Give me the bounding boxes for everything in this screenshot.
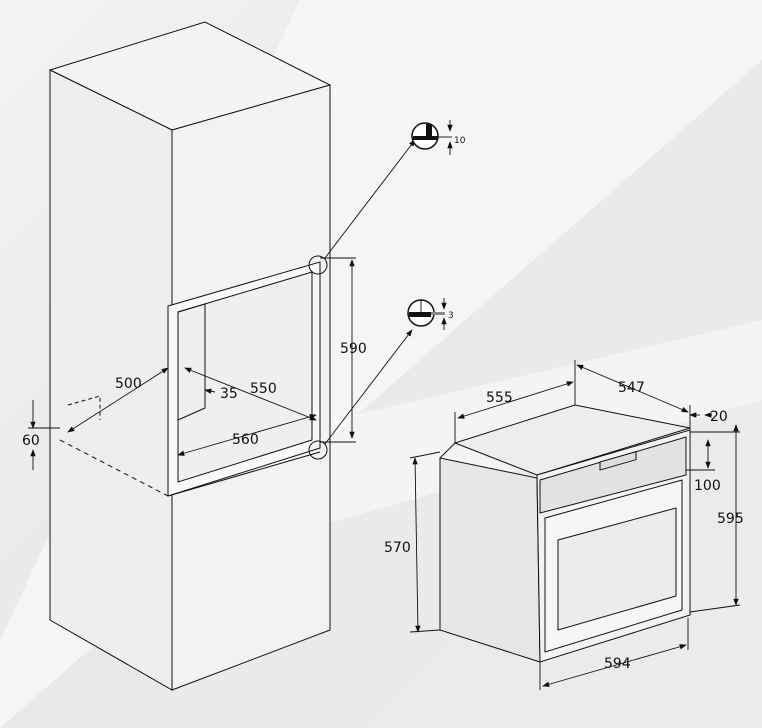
detail-circle-top: [308, 255, 328, 275]
cabinet-left-face: [49, 69, 173, 691]
oven: [439, 404, 691, 663]
dim-550: 550: [250, 381, 277, 397]
dim-500: 500: [115, 376, 142, 392]
display: [599, 451, 637, 471]
dim-100: 100: [694, 478, 721, 494]
dim-35: 35: [220, 386, 238, 402]
detail-bottom-gap: 3: [407, 298, 454, 330]
detail-value-3: 3: [448, 311, 454, 321]
dim-547: 547: [618, 380, 645, 396]
dim-555: 555: [486, 390, 513, 406]
oven-window: [557, 507, 677, 631]
detail-top-gap: 10: [411, 120, 466, 155]
dim-590: 590: [340, 341, 367, 357]
niche-dimensions: 500 35 550 560 60 590: [22, 257, 367, 470]
dim-594: 594: [604, 656, 631, 672]
dim-20: 20: [710, 409, 728, 425]
dim-570: 570: [384, 540, 411, 556]
detail-value-10: 10: [454, 136, 466, 146]
oven-side: [439, 457, 541, 663]
dim-560: 560: [232, 432, 259, 448]
control-panel: [539, 436, 687, 514]
dim-60: 60: [22, 433, 40, 449]
dim-595: 595: [717, 511, 744, 527]
oven-dimensions: 555 547 20 100 595 570 594: [384, 360, 744, 690]
